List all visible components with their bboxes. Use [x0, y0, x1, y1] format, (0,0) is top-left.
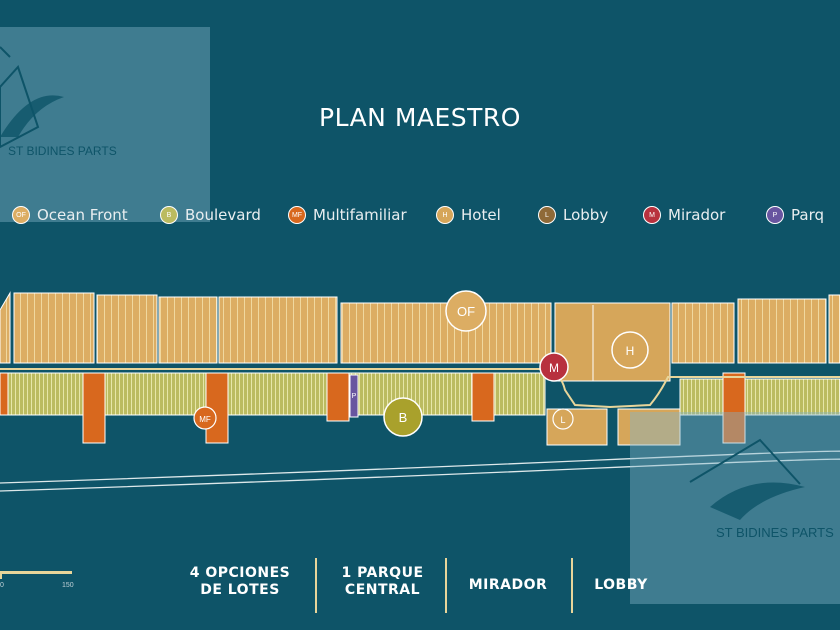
scale-left-label: 0	[0, 582, 4, 589]
svg-text:H: H	[626, 344, 635, 358]
stat-divider	[571, 558, 573, 613]
legend-label: Parq	[791, 206, 824, 224]
watermark-bottom-right: ST BIDINES PARTS	[630, 412, 840, 604]
stat-divider	[445, 558, 447, 613]
legend-ocean-front: OF Ocean Front	[12, 203, 128, 227]
watermark-text: ST BIDINES PARTS	[716, 525, 834, 540]
svg-text:M: M	[549, 361, 559, 375]
multifamiliar-blocks	[0, 372, 746, 444]
parque-central	[349, 374, 359, 418]
svg-text:MF: MF	[199, 415, 211, 424]
watermark-top-left: ST BIDINES PARTS	[0, 27, 210, 222]
legend-multifamiliar: MF Multifamiliar	[288, 203, 407, 227]
page-title: PLAN MAESTRO	[319, 103, 521, 132]
multifamiliar-legend-icon: MF	[288, 206, 306, 224]
hotel-legend-icon: H	[436, 206, 454, 224]
marker-boulevard[interactable]: B	[383, 397, 423, 437]
shoreline	[0, 450, 840, 484]
parque-legend-icon: P	[766, 206, 784, 224]
site-plan-map: OF H M L B MF P	[0, 290, 840, 492]
watermark-logo-icon: ST BIDINES PARTS	[689, 438, 834, 540]
legend-label: Multifamiliar	[313, 206, 407, 224]
scale-bar: 0 150	[0, 571, 75, 591]
svg-text:P: P	[352, 393, 357, 400]
lobby-legend-icon: L	[538, 206, 556, 224]
legend-label: Hotel	[461, 206, 501, 224]
svg-text:L: L	[560, 415, 565, 425]
legend-parque: P Parq	[766, 203, 824, 227]
legend-label: Mirador	[668, 206, 726, 224]
stat-mirador: MIRADOR	[468, 577, 548, 593]
ocean-front-legend-icon: OF	[12, 206, 30, 224]
hotel-block	[554, 302, 671, 382]
svg-text:B: B	[399, 410, 408, 425]
marker-hotel[interactable]: H	[611, 331, 649, 369]
svg-text:OF: OF	[457, 304, 475, 319]
ocean-front-lots	[0, 291, 840, 382]
marker-multifamiliar[interactable]: MF	[193, 406, 217, 430]
mirador-legend-icon: M	[643, 206, 661, 224]
stat-divider	[315, 558, 317, 613]
stat-lot-options: 4 OPCIONES DE LOTES	[189, 565, 291, 598]
legend-lobby: L Lobby	[538, 203, 608, 227]
legend-mirador: M Mirador	[643, 203, 725, 227]
legend-hotel: H Hotel	[436, 203, 501, 227]
marker-ocean-front[interactable]: OF	[445, 290, 487, 332]
legend-label: Ocean Front	[37, 206, 128, 224]
marker-parque[interactable]: P	[352, 393, 357, 400]
stat-lobby: LOBBY	[594, 577, 648, 593]
marker-lobby[interactable]: L	[552, 408, 574, 430]
watermark-logo-icon: ST BIDINES PARTS	[0, 46, 117, 158]
legend-label: Boulevard	[185, 206, 261, 224]
boulevard-legend-icon: B	[160, 206, 178, 224]
watermark-text: ST BIDINES PARTS	[8, 144, 117, 158]
marker-mirador[interactable]: M	[539, 352, 569, 382]
legend-boulevard: B Boulevard	[160, 203, 261, 227]
legend-label: Lobby	[563, 206, 609, 224]
stat-central-park: 1 PARQUE CENTRAL	[341, 565, 424, 598]
scale-right-label: 150	[62, 582, 74, 589]
